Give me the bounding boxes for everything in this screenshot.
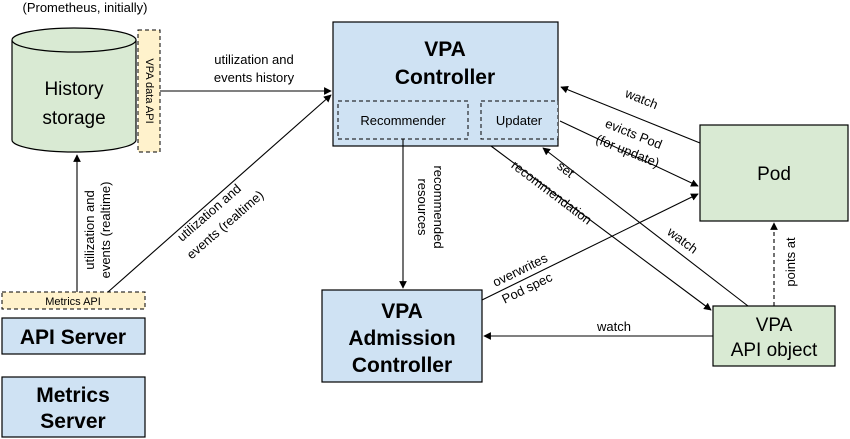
vpa-data-api-label: VPA data API [143, 58, 155, 123]
admission-controller-label: VPA [381, 300, 423, 323]
updater-box [480, 100, 559, 140]
metrics-api-label: Metrics API [45, 296, 101, 308]
metrics-server-label: Metrics [36, 384, 110, 407]
vpa-data-api-box [137, 29, 161, 153]
arrow-watch-pod [560, 86, 701, 144]
label-recommendation: recommendation [509, 157, 595, 227]
vpa-controller-label: VPA [424, 38, 466, 61]
history-storage-label-2: storage [42, 108, 105, 129]
history-storage-cylinder: History storage [11, 27, 137, 153]
vpa-controller-label-2: Controller [395, 66, 495, 89]
label-util-history-2: events history [214, 70, 295, 85]
admission-controller-box [321, 289, 483, 383]
pod-label: Pod [757, 164, 791, 185]
api-server-label: API Server [20, 326, 126, 349]
history-storage-label: History [44, 79, 104, 100]
recommender-box [337, 100, 469, 140]
label-watch-pod: watch [622, 85, 660, 112]
label-recommended-resources: recommended [431, 165, 446, 248]
arrow-watch-vpa [542, 147, 749, 307]
pod-box [699, 124, 849, 222]
arrow-overwrites-pod [481, 193, 699, 301]
metrics-server-label-2: Server [40, 410, 105, 433]
label-watch-vpa: watch [664, 224, 701, 257]
label-set: set [554, 158, 577, 181]
recommender-label: Recommender [360, 113, 446, 128]
label-recommended-resources-2: resources [415, 178, 430, 236]
label-watch-admission: watch [596, 319, 631, 334]
admission-controller-label-2: Admission [348, 327, 455, 350]
metrics-api-box [1, 291, 146, 310]
label-util-realtime-vertical: utilization and [82, 190, 97, 270]
arrow-metrics-to-controller [107, 94, 332, 293]
label-util-history: utilization and [214, 52, 294, 67]
arrow-evicts-pod [559, 120, 699, 187]
label-points-at: points at [783, 237, 798, 287]
arrow-set-recommendation [490, 145, 712, 311]
metrics-server-box [1, 376, 146, 438]
prometheus-caption: (Prometheus, initially) [23, 0, 148, 15]
vpa-api-object-label-2: API object [731, 340, 818, 361]
label-util-realtime-vertical-2: events (realtime) [98, 182, 113, 279]
vpa-api-object-label: VPA [756, 315, 793, 336]
updater-label: Updater [496, 113, 543, 128]
api-server-box [1, 317, 146, 355]
admission-controller-label-3: Controller [352, 354, 452, 377]
